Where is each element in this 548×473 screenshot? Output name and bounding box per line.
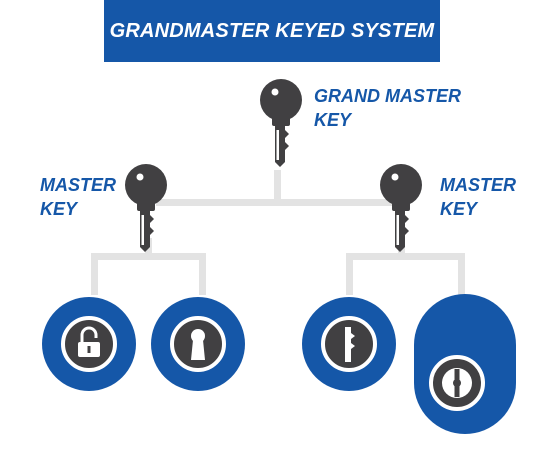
diagram-title: GRANDMASTER KEYED SYSTEM	[109, 19, 435, 42]
master-right-label-line1: MASTER	[440, 175, 516, 195]
padlock-icon	[78, 326, 100, 357]
door-lock-node	[414, 294, 516, 434]
master-key-left-label: MASTER KEY	[40, 173, 116, 221]
master-left-label-line2: KEY	[40, 199, 78, 219]
left-drop-1	[91, 253, 98, 295]
left-horizontal-connector	[91, 253, 206, 260]
master-key-right-icon	[380, 164, 422, 252]
padlock-node	[42, 297, 136, 391]
grand-master-label-line2: KEY	[314, 110, 352, 130]
right-horizontal-connector	[346, 253, 465, 260]
keyhole-icon	[191, 329, 205, 360]
master-right-label-line2: KEY	[440, 199, 478, 219]
grand-master-key-label: GRAND MASTER KEY	[314, 84, 461, 132]
right-drop-1	[346, 253, 353, 295]
top-horizontal-connector	[156, 199, 400, 206]
grand-master-key-icon	[260, 79, 302, 167]
grand-master-stem	[274, 170, 281, 206]
grand-master-label-line1: GRAND MASTER	[314, 86, 461, 106]
key-in-lock-icon	[345, 327, 355, 362]
left-drop-2	[199, 253, 206, 295]
master-left-label-line1: MASTER	[40, 175, 116, 195]
master-key-right-label: MASTER KEY	[440, 173, 516, 221]
title-banner: GRANDMASTER KEYED SYSTEM	[104, 0, 440, 62]
right-drop-2	[458, 253, 465, 295]
door-lock-icon	[442, 368, 472, 398]
keyhole-node	[151, 297, 245, 391]
key-in-lock-node	[302, 297, 396, 391]
master-key-left-icon	[125, 164, 167, 252]
